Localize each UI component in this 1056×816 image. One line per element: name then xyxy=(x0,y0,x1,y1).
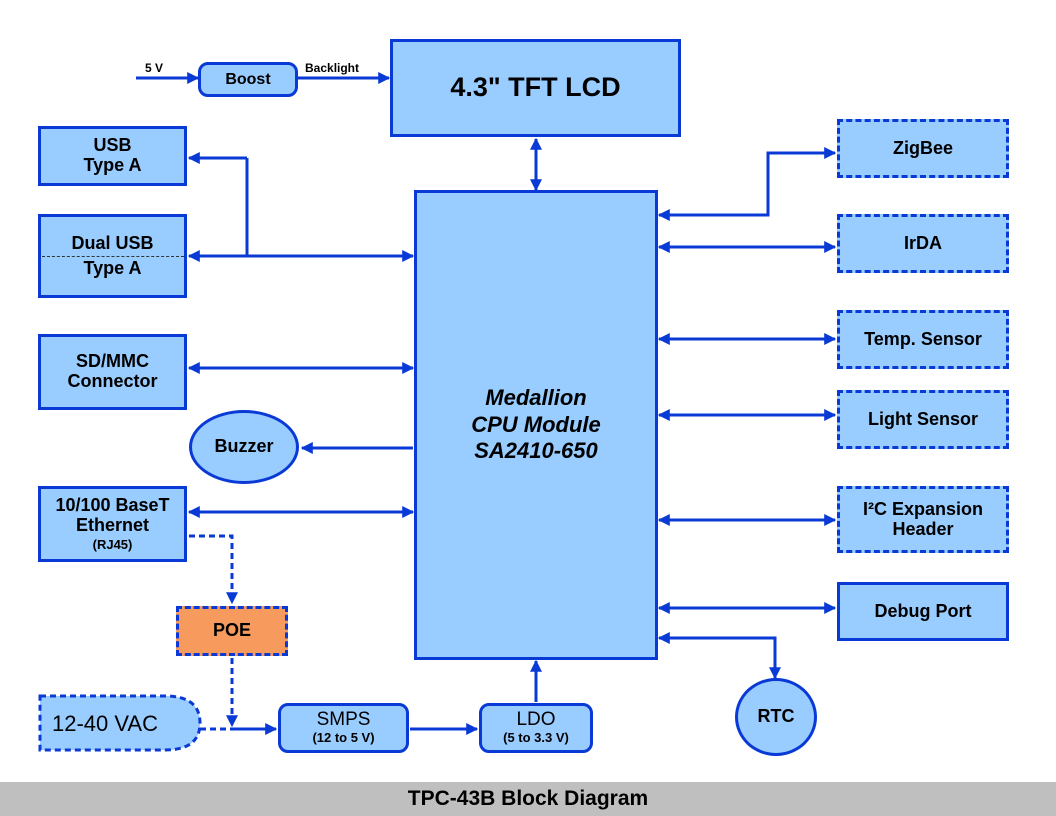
usb-line-1: USB xyxy=(93,135,132,156)
debug-port-label: Debug Port xyxy=(874,600,972,621)
zigbee-label: ZigBee xyxy=(892,137,953,158)
cpu-module-block: Medallion CPU Module SA2410-650 xyxy=(414,190,658,660)
dual-usb-line-1: Dual USB xyxy=(71,232,154,253)
dual-usb-block: Dual USB Type A xyxy=(38,214,187,298)
i2c-line-1: I²C Expansion xyxy=(862,498,983,519)
vac-label: 12-40 VAC xyxy=(52,711,158,736)
debug-port-block: Debug Port xyxy=(837,582,1009,641)
footer-bar: TPC-43B Block Diagram xyxy=(0,782,1056,816)
boost-input-label: 5 V xyxy=(145,61,164,75)
dual-usb-line-2: Type A xyxy=(83,257,142,278)
usb-type-a-block: USB Type A xyxy=(38,126,187,186)
smps-block: SMPS (12 to 5 V) xyxy=(278,703,409,753)
poe-block: POE xyxy=(176,606,288,656)
ethernet-line-1: 10/100 BaseT xyxy=(55,495,170,516)
smps-sub: (12 to 5 V) xyxy=(312,730,375,746)
usb-line-2: Type A xyxy=(83,155,142,175)
sdmmc-block: SD/MMC Connector xyxy=(38,334,187,410)
ethernet-block: 10/100 BaseT Ethernet (RJ45) xyxy=(38,486,187,562)
ethernet-line-2: Ethernet xyxy=(75,514,149,535)
smps-label: SMPS xyxy=(316,709,371,731)
cpu-line-3: SA2410-650 xyxy=(474,438,598,464)
ethernet-line-3: (RJ45) xyxy=(92,536,133,552)
temp-sensor-label: Temp. Sensor xyxy=(864,328,982,349)
light-sensor-label: Light Sensor xyxy=(867,408,978,429)
temp-sensor-block: Temp. Sensor xyxy=(837,310,1009,369)
light-sensor-block: Light Sensor xyxy=(837,390,1009,449)
ldo-label: LDO xyxy=(516,709,556,731)
link-rtc-cpu xyxy=(657,632,781,680)
i2c-header-block: I²C Expansion Header xyxy=(837,486,1009,553)
sdmmc-line-1: SD/MMC xyxy=(76,351,149,372)
poe-label: POE xyxy=(212,620,251,641)
ldo-sub: (5 to 3.3 V) xyxy=(503,730,569,746)
rtc-label: RTC xyxy=(757,706,795,727)
cpu-line-2: CPU Module xyxy=(471,411,601,437)
ldo-block: LDO (5 to 3.3 V) xyxy=(479,703,593,753)
vac-input-shape xyxy=(38,694,202,752)
boost-label: Boost xyxy=(225,70,271,88)
i2c-line-2: Header xyxy=(892,518,954,539)
sdmmc-line-2: Connector xyxy=(67,371,158,391)
link-ethernet-poe xyxy=(189,534,238,605)
buzzer-label: Buzzer xyxy=(214,436,274,457)
boost-block: Boost xyxy=(198,62,298,97)
irda-label: IrDA xyxy=(903,232,942,253)
link-zigbee-cpu xyxy=(657,147,837,221)
rtc-block: RTC xyxy=(735,678,817,756)
lcd-label: 4.3" TFT LCD xyxy=(450,72,621,103)
dual-usb-divider xyxy=(41,255,184,257)
lcd-block: 4.3" TFT LCD xyxy=(390,39,681,137)
boost-output-label: Backlight xyxy=(305,61,360,75)
buzzer-block: Buzzer xyxy=(189,410,299,484)
diagram-title: TPC-43B Block Diagram xyxy=(407,787,649,810)
cpu-line-1: Medallion xyxy=(485,385,587,411)
irda-block: IrDA xyxy=(837,214,1009,273)
zigbee-block: ZigBee xyxy=(837,119,1009,178)
